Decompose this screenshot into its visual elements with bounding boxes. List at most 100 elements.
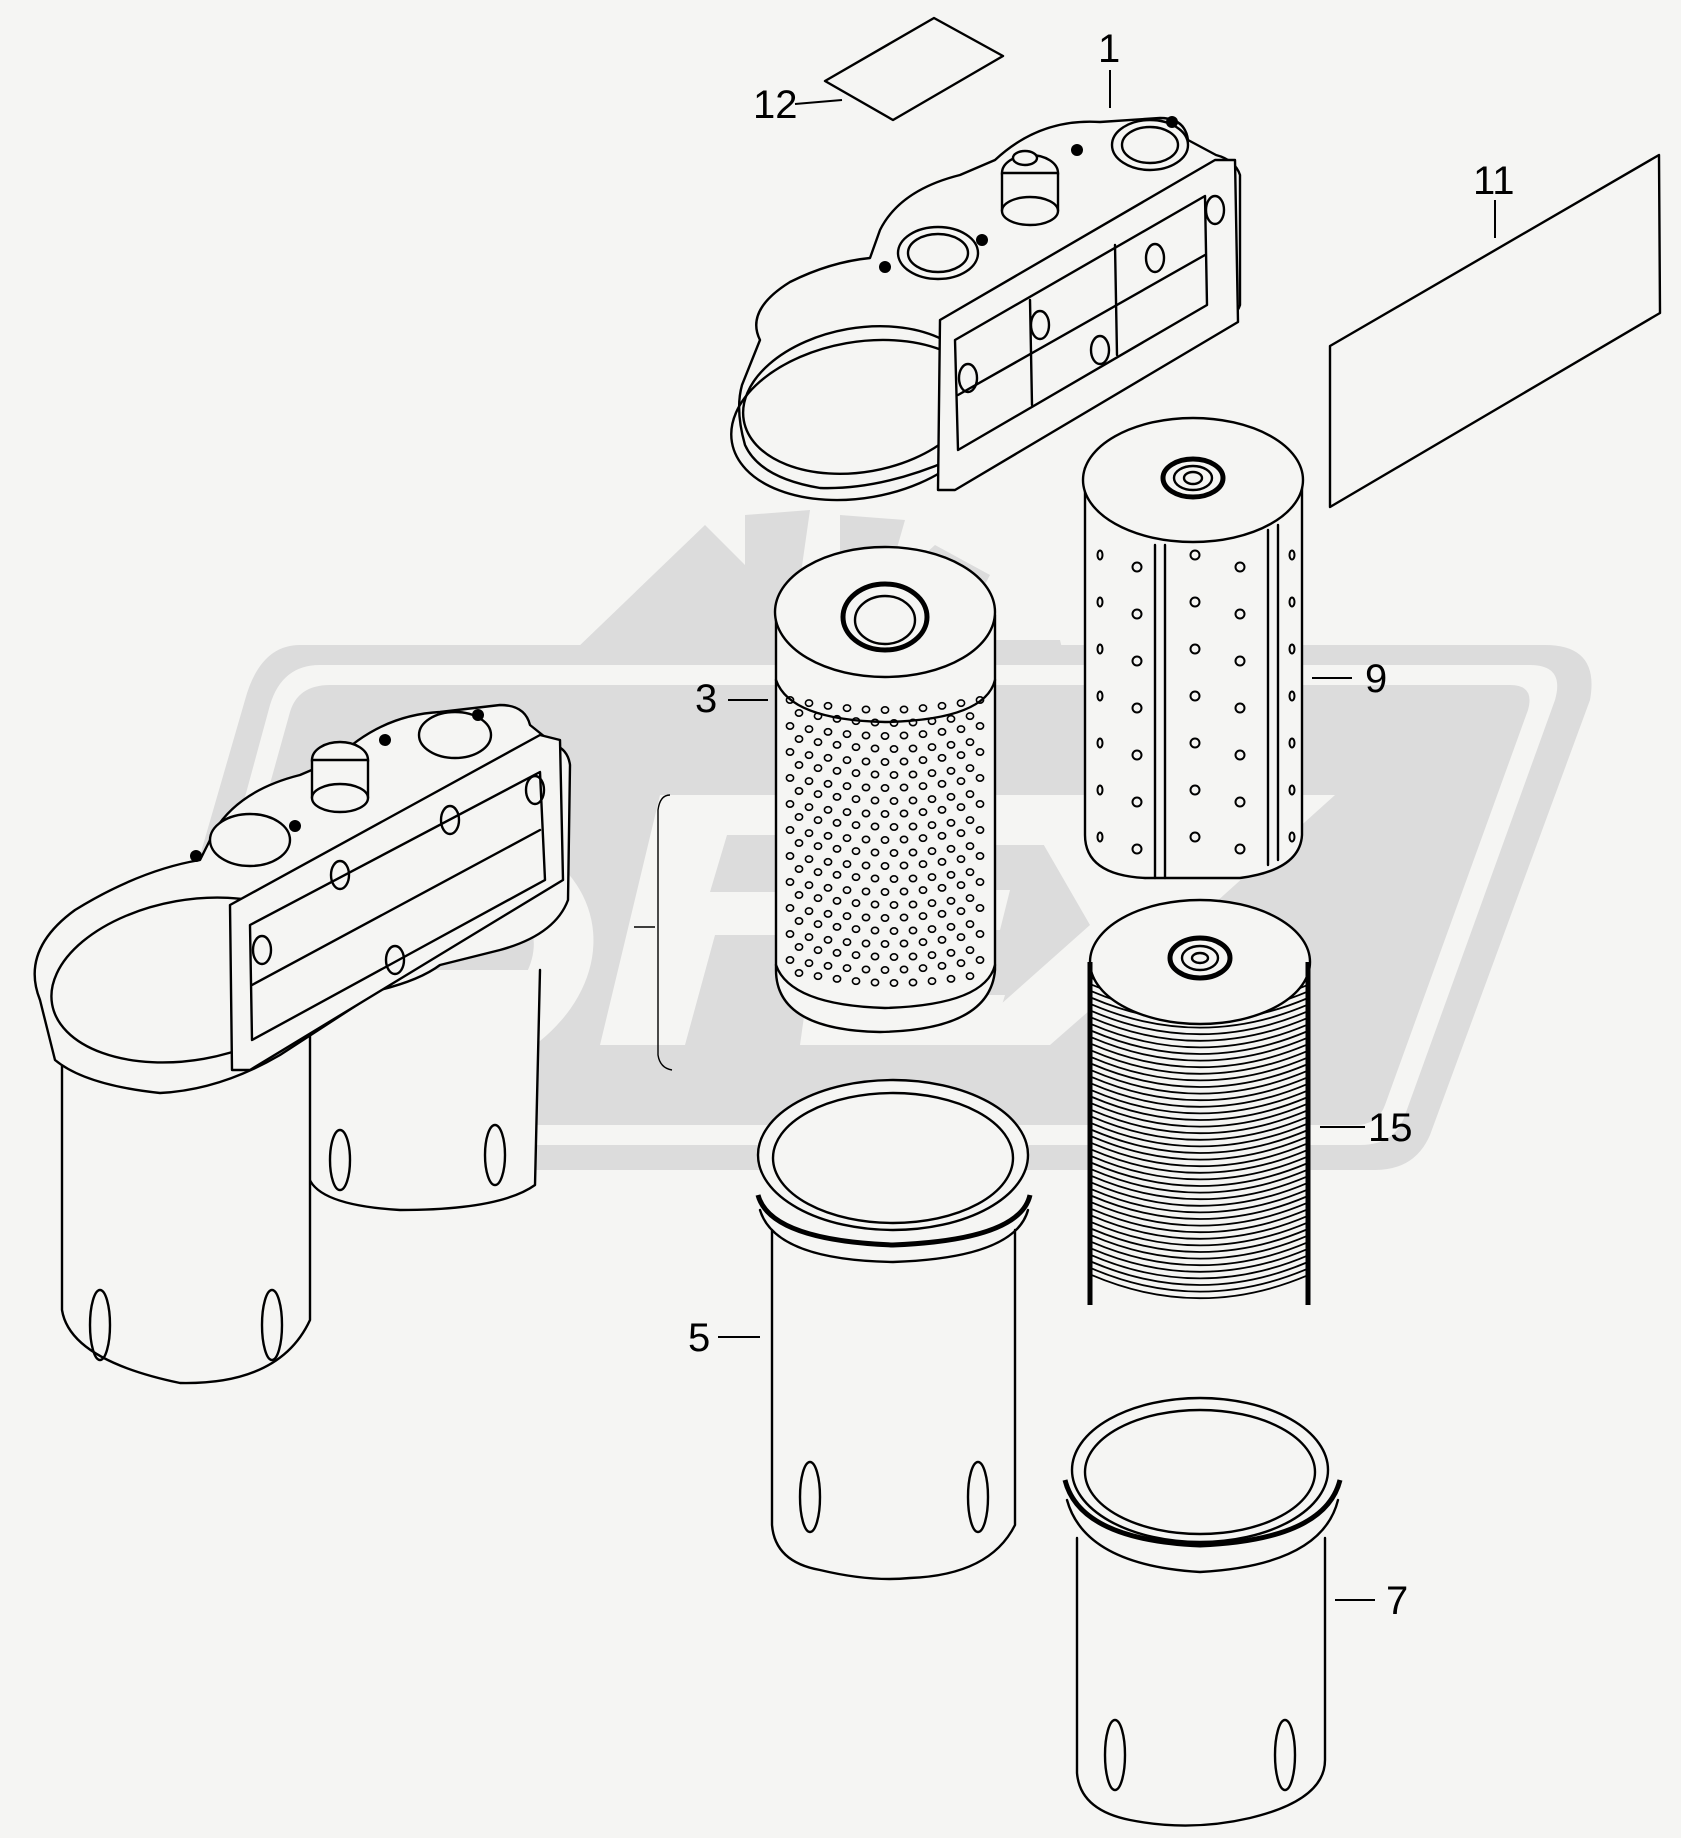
perforation-hole xyxy=(804,803,814,812)
perforation-hole xyxy=(1096,596,1104,608)
perforation-hole xyxy=(832,974,842,983)
perforation-hole xyxy=(889,874,899,883)
perforation-hole xyxy=(1234,796,1246,808)
perforation-hole xyxy=(832,896,842,905)
perforation-hole xyxy=(899,731,909,740)
perforation-hole xyxy=(975,877,985,886)
callout-9: 9 xyxy=(1365,657,1387,701)
perforation-hole xyxy=(842,756,852,765)
perforation-hole xyxy=(842,886,852,895)
perforation-hole xyxy=(823,857,833,866)
perforation-hole xyxy=(899,965,909,974)
perforation-hole xyxy=(851,717,861,726)
perforation-hole xyxy=(823,831,833,840)
perforation-hole xyxy=(918,782,928,791)
pleat-line xyxy=(1091,1168,1309,1194)
pleat-line xyxy=(1091,1056,1309,1082)
perforation-hole xyxy=(908,952,918,961)
perforation-hole xyxy=(851,795,861,804)
perforation-hole xyxy=(937,857,947,866)
perforation-hole xyxy=(804,959,814,968)
pleat-line xyxy=(1091,1089,1309,1115)
perforation-hole xyxy=(785,955,795,964)
pleat-line xyxy=(1091,1023,1309,1049)
perforation-hole xyxy=(842,808,852,817)
perforation-hole xyxy=(899,913,909,922)
perforation-hole xyxy=(889,978,899,987)
perforation-hole xyxy=(832,922,842,931)
perforation-hole xyxy=(965,738,975,747)
perforation-hole xyxy=(908,770,918,779)
perforation-hole xyxy=(908,874,918,883)
perforation-hole xyxy=(861,939,871,948)
perforation-hole xyxy=(889,796,899,805)
perforation-hole xyxy=(785,721,795,730)
perforation-hole xyxy=(946,766,956,775)
perforation-hole xyxy=(889,770,899,779)
pleat-line xyxy=(1091,1142,1309,1168)
perforation-hole xyxy=(1131,608,1143,620)
perforation-hole xyxy=(880,861,890,870)
perforation-hole xyxy=(1234,608,1246,620)
perforation-hole xyxy=(880,835,890,844)
perforation-hole xyxy=(927,899,937,908)
perforation-hole xyxy=(832,714,842,723)
perforation-hole xyxy=(899,939,909,948)
perforation-hole xyxy=(956,829,966,838)
perforation-hole xyxy=(975,903,985,912)
pleat-line xyxy=(1091,1181,1309,1207)
perforation-hole xyxy=(813,894,823,903)
perforation-hole xyxy=(794,786,804,795)
perforation-hole xyxy=(870,718,880,727)
perforation-hole xyxy=(1189,737,1201,749)
perforation-hole xyxy=(823,935,833,944)
perforation-hole xyxy=(956,699,966,708)
perforation-hole xyxy=(965,972,975,981)
perforation-hole xyxy=(1288,690,1296,702)
perforation-hole xyxy=(1131,843,1143,855)
perforation-hole xyxy=(1234,561,1246,573)
perforation-hole xyxy=(927,951,937,960)
perforation-hole xyxy=(813,816,823,825)
pleat-line xyxy=(1091,1096,1309,1121)
pleat-line xyxy=(1091,1129,1309,1154)
pleat-line xyxy=(1091,1109,1309,1135)
perforation-hole xyxy=(1096,690,1104,702)
perforation-hole xyxy=(823,883,833,892)
perforation-hole xyxy=(927,925,937,934)
perforation-hole xyxy=(861,731,871,740)
perforation-hole xyxy=(861,809,871,818)
pleat-line xyxy=(1091,1076,1309,1102)
perforation-hole xyxy=(880,939,890,948)
pleat-line xyxy=(1091,1254,1309,1280)
perforation-hole xyxy=(870,744,880,753)
perforation-hole xyxy=(1234,655,1246,667)
perforation-hole xyxy=(1189,643,1201,655)
perforation-hole xyxy=(870,952,880,961)
perforation-hole xyxy=(880,913,890,922)
callout-1: 1 xyxy=(1098,27,1120,71)
perforation-hole xyxy=(965,946,975,955)
perforation-hole xyxy=(842,964,852,973)
perforation-hole xyxy=(813,764,823,773)
perforation-hole xyxy=(918,704,928,713)
perforation-hole xyxy=(785,695,795,704)
perforation-hole xyxy=(870,848,880,857)
pleat-line xyxy=(1091,1049,1309,1075)
perforation-hole xyxy=(832,766,842,775)
perforation-hole xyxy=(965,894,975,903)
perforation-hole xyxy=(861,783,871,792)
pleat-line xyxy=(1091,1082,1309,1108)
perforation-hole xyxy=(870,926,880,935)
perforation-hole xyxy=(861,835,871,844)
callout-5: 5 xyxy=(688,1316,710,1360)
perforation-hole xyxy=(899,835,909,844)
perforation-hole xyxy=(937,883,947,892)
perforation-hole xyxy=(975,721,985,730)
perforation-hole xyxy=(965,868,975,877)
perforation-hole xyxy=(908,822,918,831)
pleat-line xyxy=(1091,1102,1309,1128)
perforation-hole xyxy=(823,805,833,814)
grouping-brace xyxy=(657,794,673,1071)
pleat-line xyxy=(1091,1030,1309,1055)
